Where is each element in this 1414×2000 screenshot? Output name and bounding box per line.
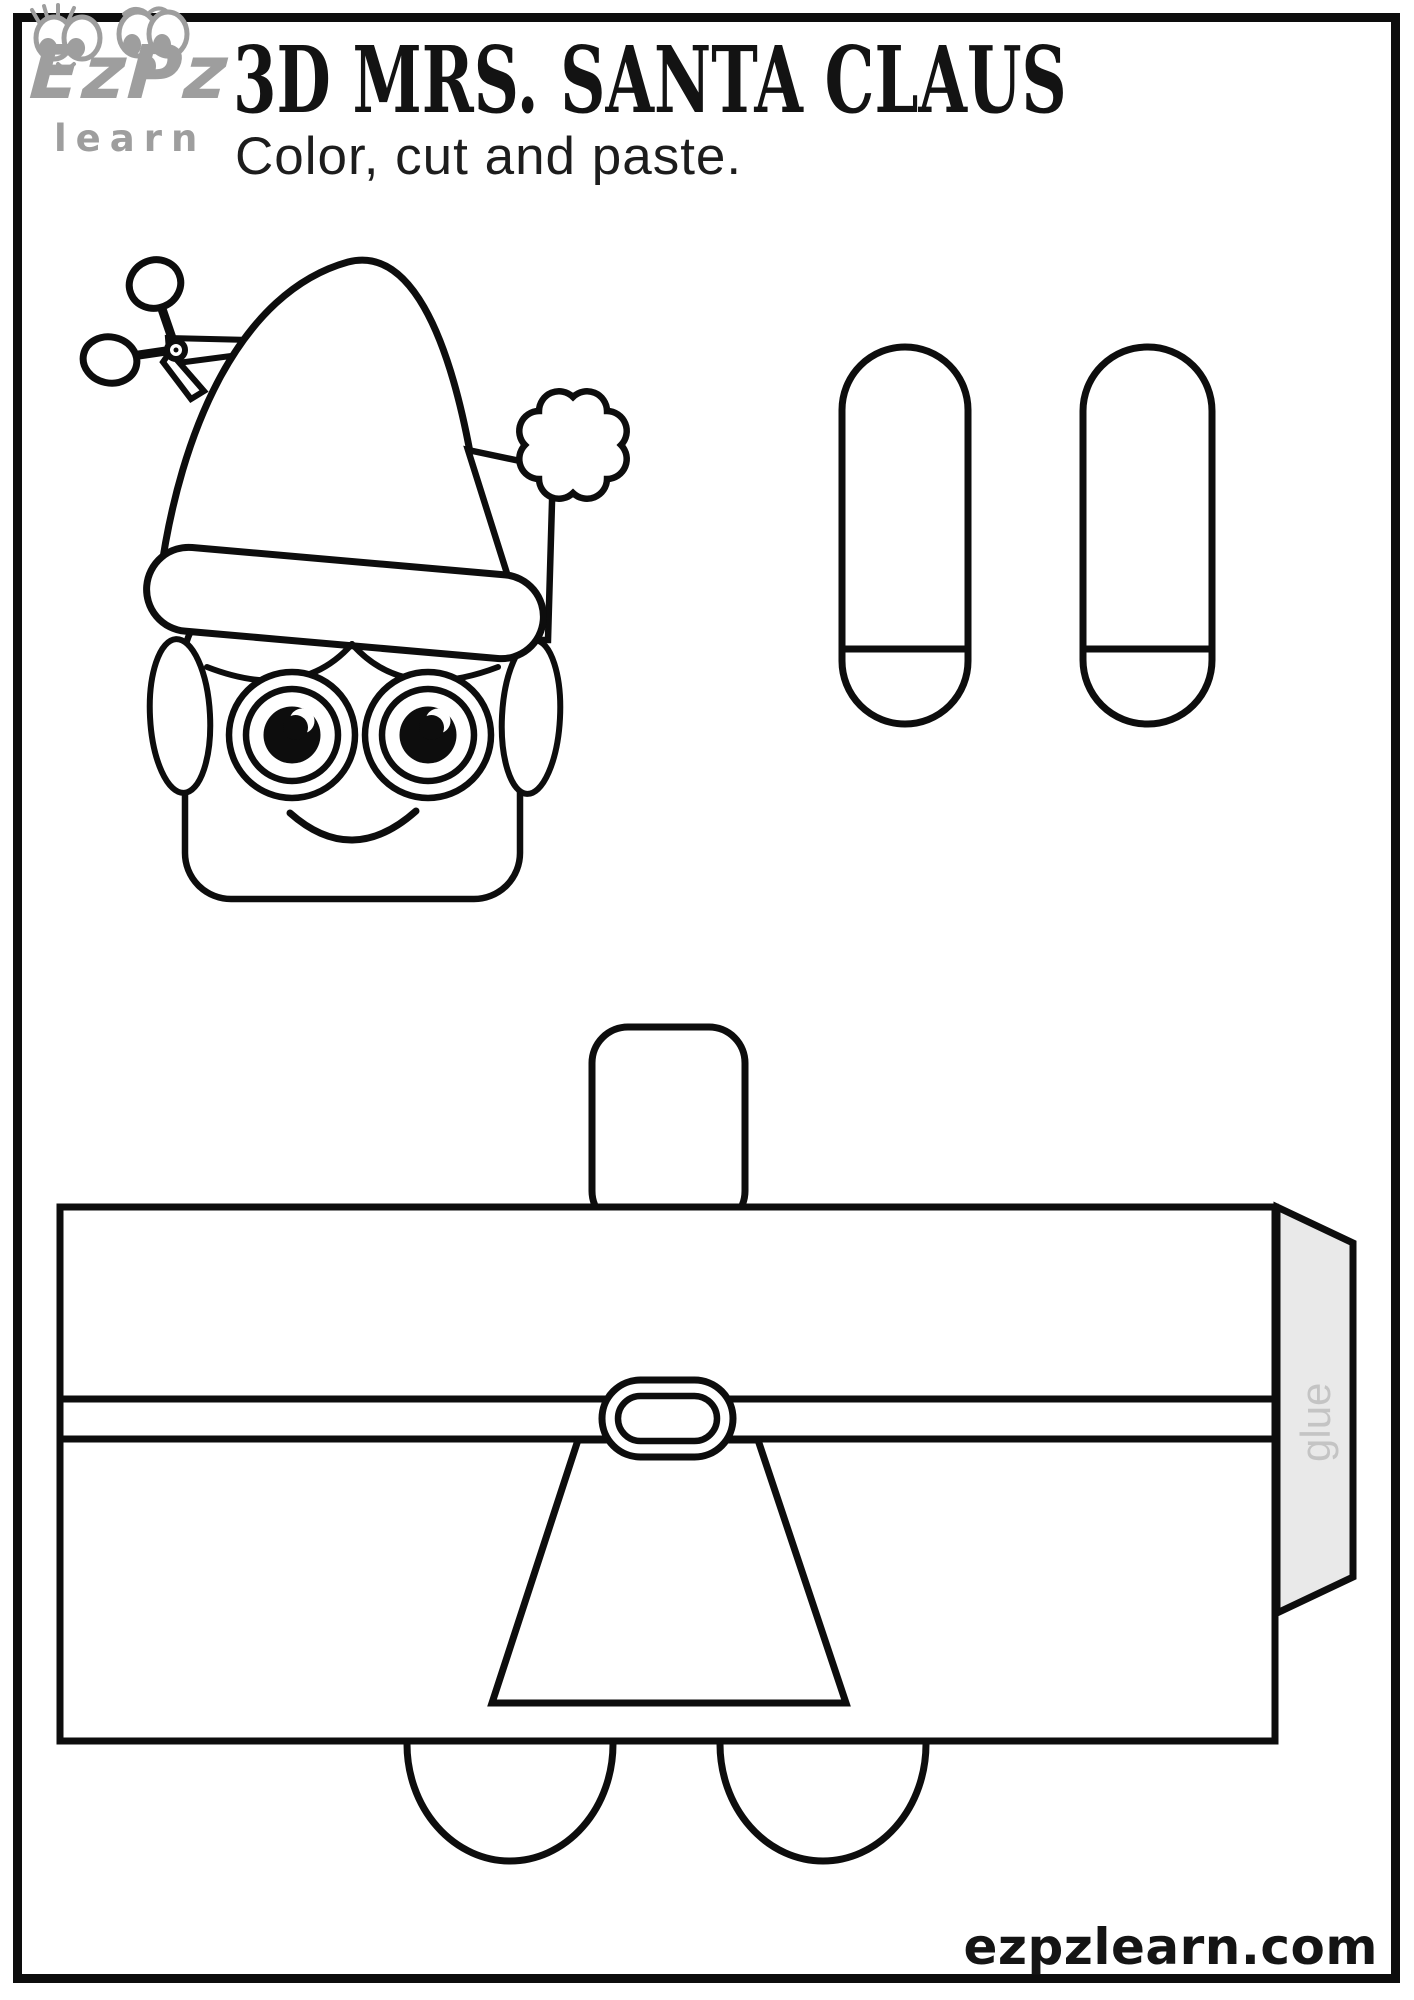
santa-head-piece: [143, 256, 630, 903]
footer-url: ezpzlearn.com: [963, 1918, 1378, 1976]
smile: [286, 807, 420, 844]
logo-owls-icon: [30, 3, 190, 75]
right-eye: [361, 668, 495, 802]
arm-left-piece: [838, 343, 972, 728]
scissors-icon: [79, 256, 258, 403]
logo-sub-text: learn: [54, 117, 207, 160]
foot-left: [403, 1743, 617, 1865]
top-tab: [588, 1023, 749, 1231]
belt-buckle-inner: [614, 1392, 721, 1445]
owl-eyes-icon: [30, 3, 103, 70]
foot-right: [716, 1743, 930, 1865]
pom-pom: [516, 388, 630, 502]
page-subtitle: Color, cut and paste.: [235, 127, 743, 186]
glue-label: glue: [1292, 1383, 1339, 1462]
page-border-frame: [13, 13, 1400, 1983]
owl-eyes-icon: [116, 6, 190, 75]
arm-right-piece: [1079, 343, 1216, 728]
hair-curl-left: [146, 636, 214, 796]
left-eye: [225, 668, 359, 802]
body-wrap-piece: glue: [56, 1023, 1357, 1865]
santa-hat: [156, 256, 474, 579]
page-title: 3D MRS. SANTA CLAUS: [233, 26, 1067, 134]
hat-brim: [143, 543, 547, 663]
